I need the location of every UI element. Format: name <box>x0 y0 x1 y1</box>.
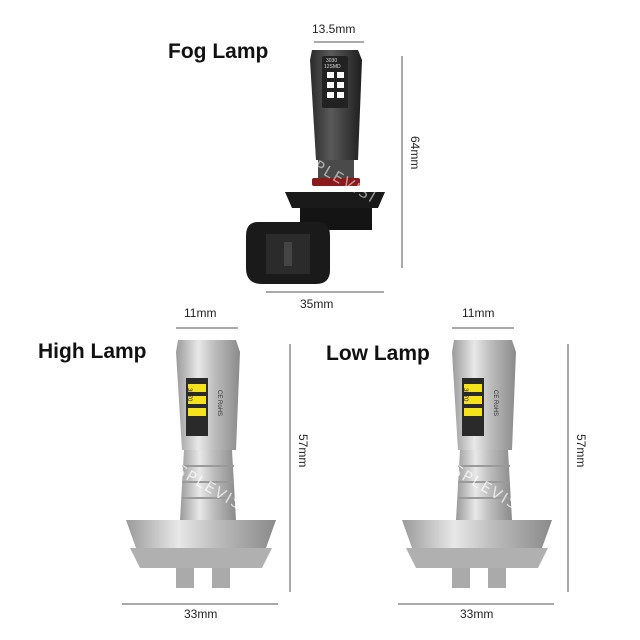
fog-height-label: 64mm <box>408 136 422 170</box>
low-chip-code: 3570 <box>462 388 468 402</box>
high-dimension-lines <box>122 327 291 605</box>
low-base-label: 33mm <box>460 607 494 621</box>
low-width-label: 11mm <box>462 306 495 320</box>
high-lamp-title: High Lamp <box>38 340 147 363</box>
fog-width-label: 13.5mm <box>312 22 356 36</box>
fog-dimension-lines <box>266 41 403 293</box>
fog-lamp-title: Fog Lamp <box>168 40 269 63</box>
fog-lamp-bulb <box>246 50 385 284</box>
low-lamp-title: Low Lamp <box>326 342 430 365</box>
low-dimension-lines <box>398 327 569 605</box>
low-height-label: 57mm <box>574 434 588 468</box>
high-chip-cert: CE RoHS <box>216 390 222 417</box>
high-lamp-bulb <box>126 340 276 588</box>
fog-base-label: 35mm <box>300 297 334 311</box>
low-lamp-bulb <box>402 340 552 588</box>
low-chip-cert: CE RoHS <box>492 390 498 417</box>
high-base-label: 33mm <box>184 607 218 621</box>
high-chip-code: 3570 <box>186 388 192 402</box>
fog-chip-text-1: 3030 <box>326 58 338 64</box>
high-height-label: 57mm <box>296 434 310 468</box>
high-width-label: 11mm <box>184 306 217 320</box>
fog-chip-text-2: 12SMD <box>324 64 341 70</box>
